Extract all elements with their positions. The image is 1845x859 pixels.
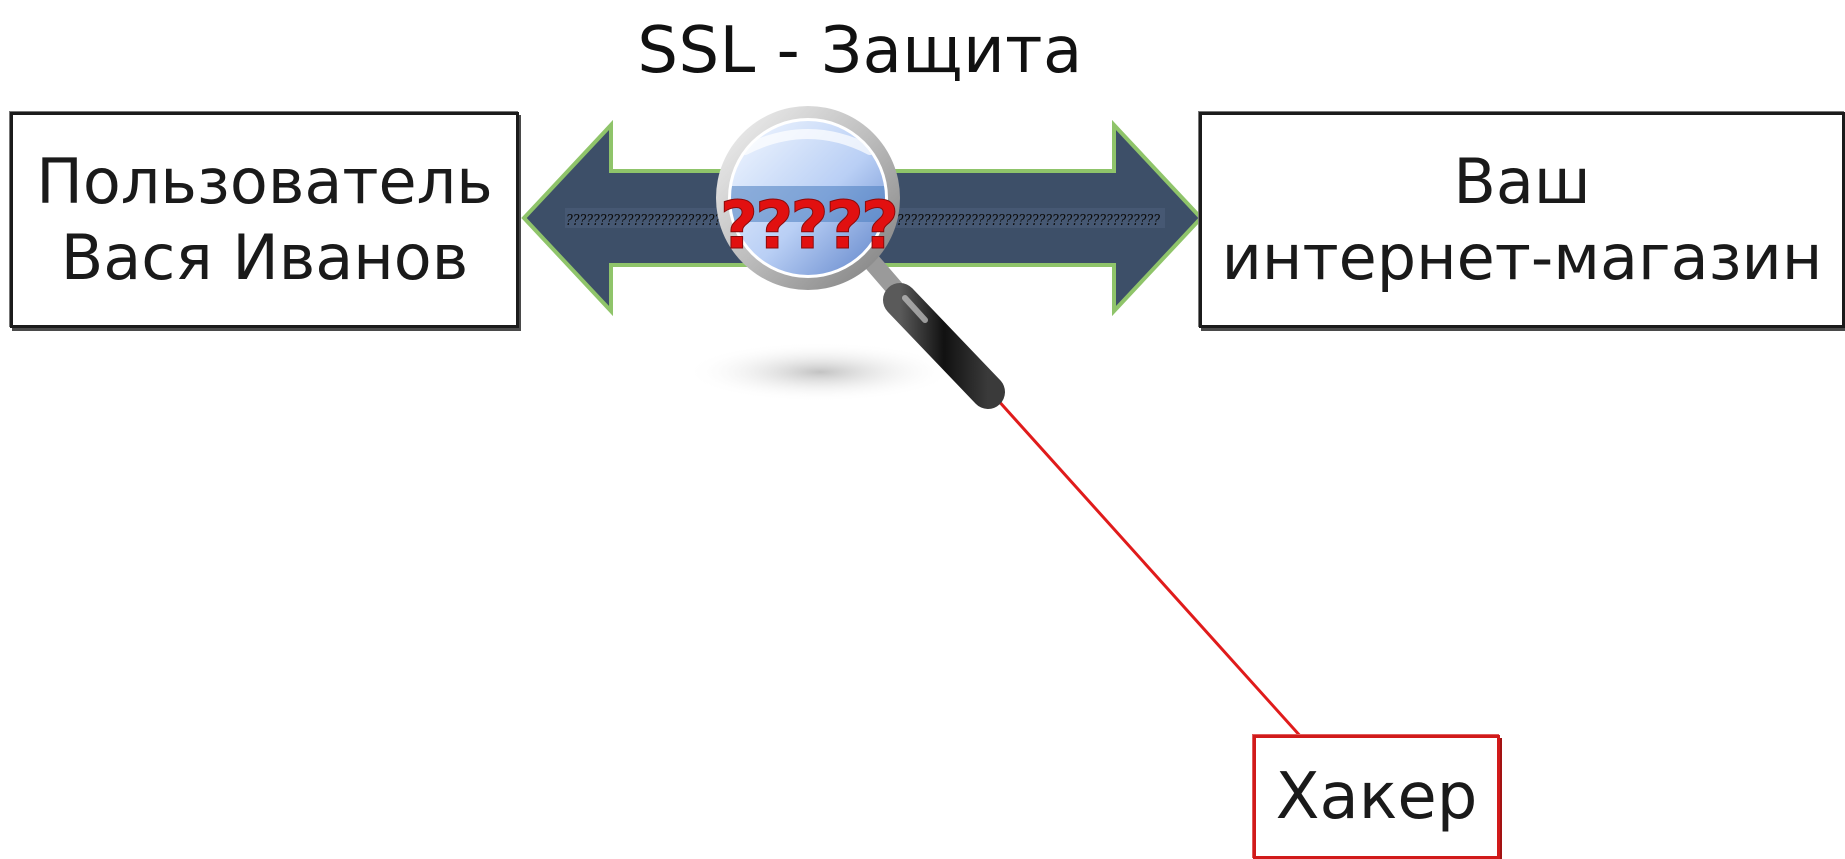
user-node-label-line2: Вася Иванов — [60, 221, 469, 294]
user-node-label-line1: Пользователь — [36, 145, 493, 219]
shop-node-label-line2: интернет-магазин — [1221, 221, 1823, 294]
magnified-text: ????? — [720, 187, 896, 264]
user-node: Пользователь Вася Иванов — [10, 112, 519, 328]
hacker-node-label: Хакер — [1275, 759, 1478, 834]
shop-node: Ваш интернет-магазин — [1199, 112, 1845, 328]
hacker-node: Хакер — [1253, 735, 1500, 859]
magnifying-glass-icon — [716, 106, 1005, 409]
shop-node-label-line1: Ваш — [1453, 145, 1591, 219]
laser-line — [994, 396, 1304, 740]
diagram-title: SSL - Защита — [637, 14, 1083, 88]
magnifier-shadow — [685, 342, 955, 402]
